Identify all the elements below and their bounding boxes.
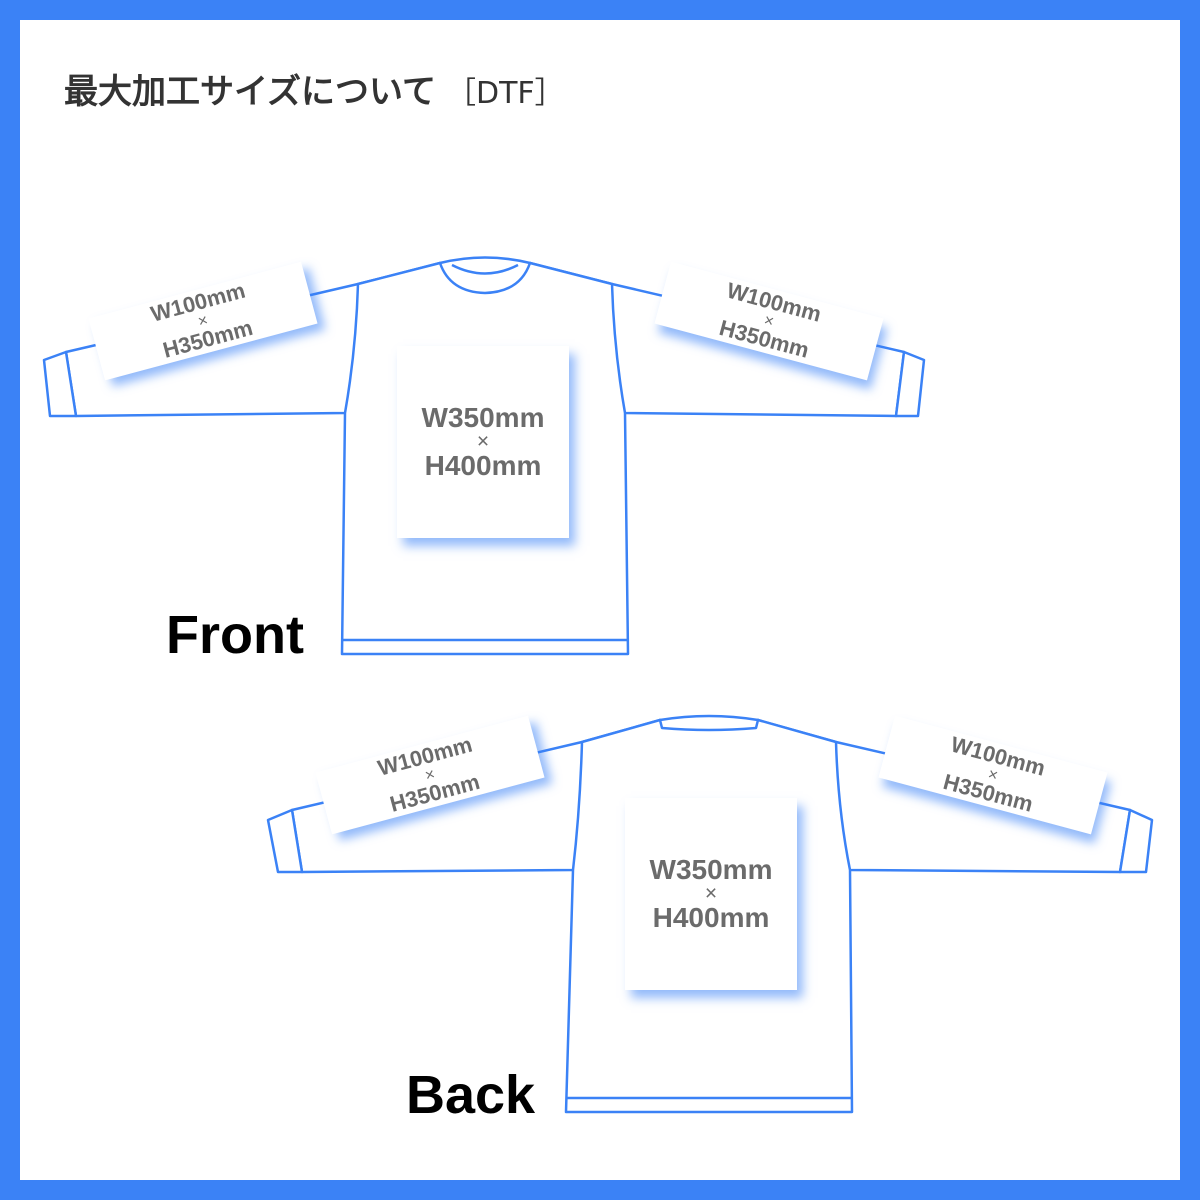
front-body-width: W350mm xyxy=(421,402,545,434)
title-main: 最大加工サイズについて xyxy=(64,72,436,112)
page-title: 最大加工サイズについて ［DTF］ xyxy=(64,64,565,113)
front-label: Front xyxy=(166,605,304,665)
back-label: Back xyxy=(406,1065,536,1125)
front-left-cuff xyxy=(42,350,78,418)
front-body-times: × xyxy=(476,429,490,453)
back-body-print-area: W350mm × H400mm xyxy=(625,798,797,990)
front-body-print-area: W350mm × H400mm xyxy=(397,346,569,538)
back-body-times: × xyxy=(704,881,718,905)
back-right-cuff xyxy=(1118,808,1154,874)
title-sub: ［DTF］ xyxy=(445,76,565,111)
front-collar xyxy=(438,256,532,295)
back-body-height: H400mm xyxy=(652,902,770,934)
back-left-cuff xyxy=(266,808,304,874)
back-body-width: W350mm xyxy=(649,854,773,886)
front-body-height: H400mm xyxy=(424,450,542,482)
back-collar xyxy=(658,714,760,732)
front-right-cuff xyxy=(894,350,926,418)
